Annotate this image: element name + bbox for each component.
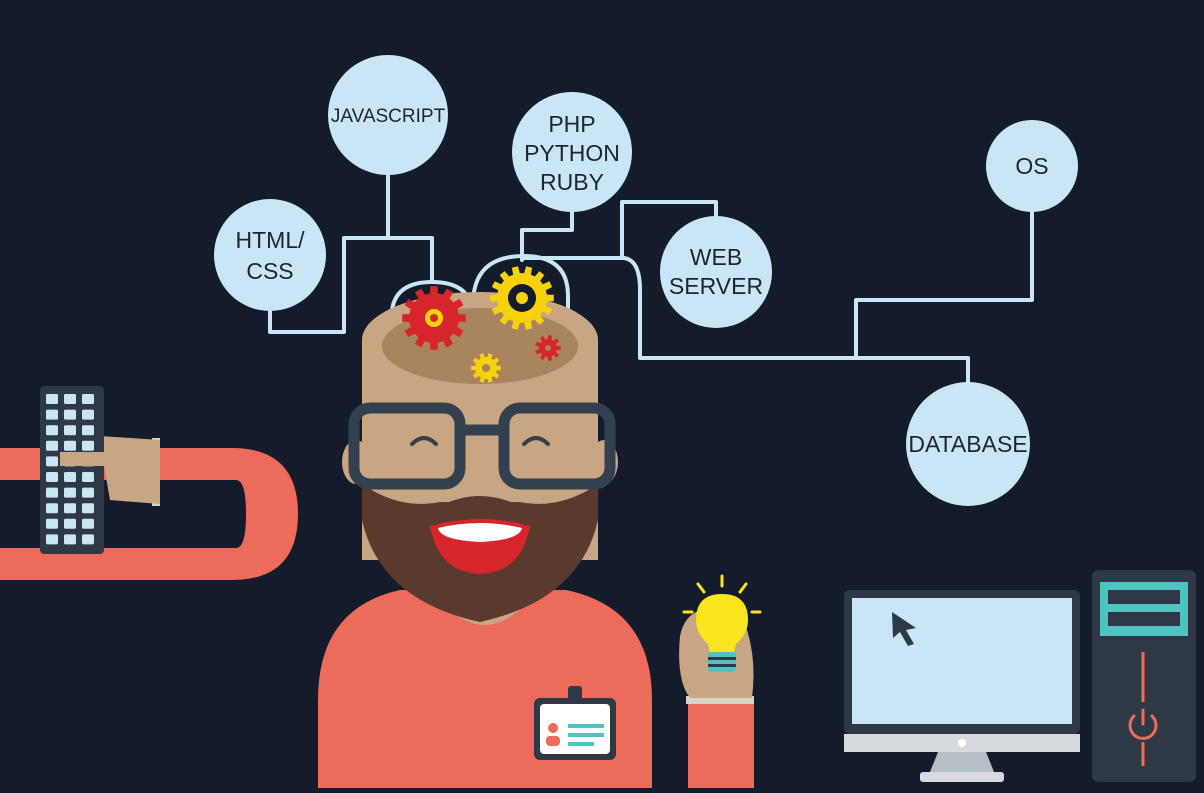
glasses — [348, 402, 616, 490]
keyboard-key — [64, 503, 76, 514]
keyboard-key — [46, 394, 58, 404]
keyboard-key — [82, 409, 94, 420]
bubble-php-python-ruby: PHP PYTHON RUBY — [512, 92, 632, 212]
html-connector — [268, 236, 434, 334]
power-icon — [1128, 708, 1158, 740]
computer-tower-icon — [1092, 570, 1196, 782]
keyboard-key — [82, 518, 94, 529]
keyboard-key — [82, 394, 94, 404]
keyboard-key — [46, 456, 58, 467]
keyboard-key — [46, 503, 58, 514]
id-badge-icon — [534, 686, 616, 760]
bubble-php-line-2: PYTHON — [524, 140, 620, 166]
keyboard-key — [64, 534, 76, 545]
bubble-html-line-2: CSS — [246, 258, 293, 284]
keyboard-icon — [40, 386, 112, 554]
keyboard-key — [46, 409, 58, 420]
bubble-html-line-1: HTML/ — [236, 227, 306, 253]
keyboard-key — [64, 472, 76, 482]
os-connector — [854, 208, 1034, 360]
keyboard-key — [46, 487, 58, 498]
bubble-php-line-3: RUBY — [540, 169, 604, 195]
bubble-os-label: OS — [1015, 153, 1048, 179]
bubble-html-css: HTML/ CSS — [214, 199, 326, 311]
database-connector — [522, 256, 970, 386]
gear-yellow-large-icon — [490, 266, 554, 330]
bubble-javascript: JAVASCRIPT — [328, 55, 448, 175]
gear-red-large-icon — [402, 286, 466, 350]
keyboard-key — [82, 425, 94, 436]
head — [342, 340, 618, 622]
php-connector — [520, 208, 574, 262]
keyboard-key — [82, 487, 94, 498]
keyboard-key — [82, 440, 94, 451]
bubble-php-line-1: PHP — [548, 111, 595, 137]
keyboard-key — [82, 534, 94, 545]
gear-yellow-small-icon — [471, 353, 501, 383]
keyboard-key — [46, 440, 58, 451]
keyboard-key — [46, 518, 58, 529]
keyboard-key — [46, 425, 58, 436]
bubble-web-server: WEB SERVER — [660, 216, 772, 328]
bubble-database: DATABASE — [906, 382, 1030, 506]
keyboard-key — [64, 518, 76, 529]
mouse-cursor-icon — [892, 612, 916, 646]
keyboard-key — [64, 425, 76, 436]
keyboard-key — [64, 409, 76, 420]
keyboard-key — [46, 534, 58, 545]
keyboard-key — [64, 394, 76, 404]
bubble-database-label: DATABASE — [908, 431, 1027, 457]
bubble-web-line-2: SERVER — [669, 273, 763, 299]
light-bulb-icon — [682, 574, 762, 672]
keyboard-key — [64, 487, 76, 498]
bubble-os: OS — [986, 120, 1078, 212]
keyboard-key — [46, 472, 58, 482]
bubble-javascript-label: JAVASCRIPT — [331, 106, 446, 127]
keyboard-key — [82, 472, 94, 482]
keyboard-key — [82, 503, 94, 514]
gear-red-small-icon — [535, 335, 561, 361]
bubble-web-line-1: WEB — [690, 244, 742, 270]
keyboard-key — [64, 440, 76, 451]
